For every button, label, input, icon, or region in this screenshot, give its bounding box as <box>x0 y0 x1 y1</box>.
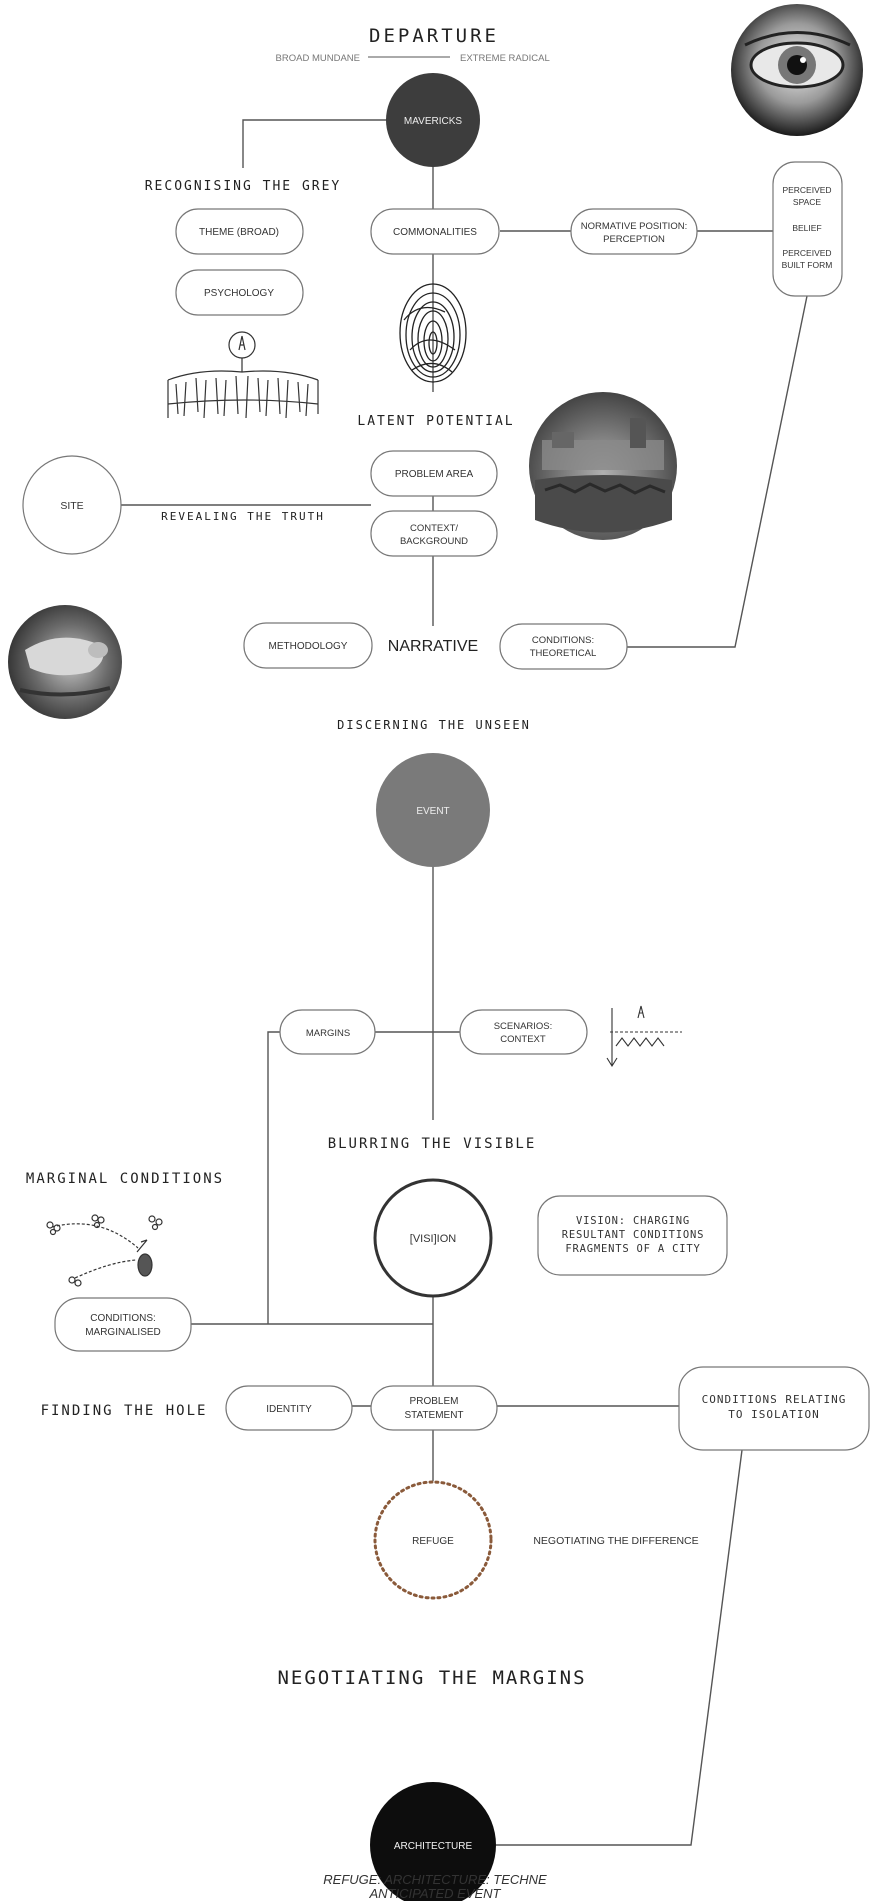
commonalities-label: COMMONALITIES <box>393 227 477 238</box>
margins-pill <box>279 1009 376 1055</box>
methodology-label: METHODOLOGY <box>269 641 348 652</box>
commonalities-pill <box>370 208 500 255</box>
event-label: EVENT <box>416 806 449 817</box>
discerning-unseen-heading: DISCERNING THE UNSEEN <box>337 718 531 732</box>
perceived-list-box <box>772 161 843 297</box>
vision-label: [VISI]ION <box>410 1233 457 1245</box>
scenario-sketch-icon <box>606 1005 682 1068</box>
conditions-theoretical-pill <box>499 623 628 670</box>
context-line-1: CONTEXT/ <box>410 523 458 534</box>
theme-broad-pill <box>175 208 304 255</box>
finding-hole-heading: FINDING THE HOLE <box>41 1403 208 1419</box>
line-isolation-architecture <box>496 1449 743 1846</box>
psychology-pill <box>175 269 304 316</box>
footer-line-2: ANTICIPATED EVENT <box>369 1886 501 1901</box>
site-label: SITE <box>60 500 83 512</box>
marginalised-line-1: CONDITIONS: <box>90 1313 156 1324</box>
event-node <box>376 753 490 867</box>
footer-caption-2: ANTICIPATED EVENT <box>0 1887 870 1901</box>
crowd-sketch-icon <box>167 331 319 419</box>
problem-statement-line-2: STATEMENT <box>404 1410 463 1421</box>
architecture-node <box>370 1782 496 1901</box>
normative-line-1: NORMATIVE POSITION: <box>581 221 687 232</box>
marginal-conditions-heading: MARGINAL CONDITIONS <box>26 1171 224 1187</box>
identity-label: IDENTITY <box>266 1404 312 1415</box>
vision-box-line-1: VISION: CHARGING <box>576 1215 690 1227</box>
perceived-space-1: PERCEIVED <box>782 185 831 195</box>
negotiating-difference-label: NEGOTIATING THE DIFFERENCE <box>533 1535 698 1547</box>
mavericks-label: MAVERICKS <box>404 116 462 127</box>
eye-photo-icon <box>731 4 863 136</box>
problem-area-label: PROBLEM AREA <box>395 469 474 480</box>
narrative-heading: NARRATIVE <box>388 638 478 655</box>
perceived-belief: BELIEF <box>792 223 821 233</box>
refuge-node <box>373 1480 493 1600</box>
line-perceived-theoretical <box>627 295 808 648</box>
context-line-2: BACKGROUND <box>400 536 468 547</box>
isolation-line-2: TO ISOLATION <box>728 1408 819 1421</box>
crowd-photo-icon <box>529 392 677 540</box>
perceived-built-form-1: PERCEIVED <box>782 248 831 258</box>
conditions-isolation-box <box>678 1366 870 1451</box>
perceived-space-2: SPACE <box>793 197 822 207</box>
blurring-visible-heading: BLURRING THE VISIBLE <box>328 1136 537 1152</box>
connector-lines <box>121 119 808 1846</box>
mavericks-node <box>386 73 480 167</box>
line-mavericks-left <box>242 119 390 168</box>
sleeping-figure-photo-icon <box>8 605 122 719</box>
line-margins-left <box>267 1031 280 1324</box>
perceived-built-form-2: BUILT FORM <box>782 260 833 270</box>
footer-line-1: REFUGE: ARCHITECTURE: TECHNE <box>323 1872 547 1887</box>
scenarios-context-pill <box>459 1009 588 1055</box>
conditions-marginalised-pill <box>54 1297 192 1352</box>
vision-node <box>373 1178 493 1298</box>
vision-box-line-3: FRAGMENTS OF A CITY <box>565 1243 700 1255</box>
theme-broad-label: THEME (BROAD) <box>199 227 279 238</box>
architecture-label: ARCHITECTURE <box>394 1841 473 1852</box>
recognising-grey-heading: RECOGNISING THE GREY <box>145 179 342 194</box>
methodology-pill <box>243 622 373 669</box>
latent-potential-heading: LATENT POTENTIAL <box>357 414 514 429</box>
normative-line-2: PERCEPTION <box>603 234 665 245</box>
footer-caption: REFUGE: ARCHITECTURE: TECHNE <box>0 1873 870 1887</box>
psychology-label: PSYCHOLOGY <box>204 288 274 299</box>
marginal-sketch-icon <box>46 1214 163 1287</box>
vision-description-box <box>537 1195 728 1276</box>
problem-area-pill <box>370 450 498 497</box>
scenarios-line-1: SCENARIOS: <box>494 1021 553 1032</box>
departure-title: DEPARTURE <box>369 25 499 47</box>
context-background-pill <box>370 510 498 557</box>
conditions-theoretical-line-1: CONDITIONS: <box>532 635 594 646</box>
fingerprint-icon <box>399 283 467 383</box>
revealing-truth-heading: REVEALING THE TRUTH <box>161 510 325 523</box>
marginalised-line-2: MARGINALISED <box>85 1327 161 1338</box>
negotiating-margins-heading: NEGOTIATING THE MARGINS <box>277 1667 586 1689</box>
problem-statement-pill <box>370 1385 498 1431</box>
scale-left-label: BROAD MUNDANE <box>276 53 360 64</box>
problem-statement-line-1: PROBLEM <box>410 1396 459 1407</box>
refuge-label: REFUGE <box>412 1536 454 1547</box>
margins-label: MARGINS <box>306 1028 350 1039</box>
normative-position-pill <box>570 208 698 255</box>
scale-right-label: EXTREME RADICAL <box>460 53 550 64</box>
isolation-line-1: CONDITIONS RELATING <box>702 1393 847 1406</box>
conditions-theoretical-line-2: THEORETICAL <box>530 648 597 659</box>
vision-box-line-2: RESULTANT CONDITIONS <box>562 1229 704 1241</box>
identity-pill <box>225 1385 353 1431</box>
scenarios-line-2: CONTEXT <box>500 1034 546 1045</box>
site-node <box>22 455 122 555</box>
